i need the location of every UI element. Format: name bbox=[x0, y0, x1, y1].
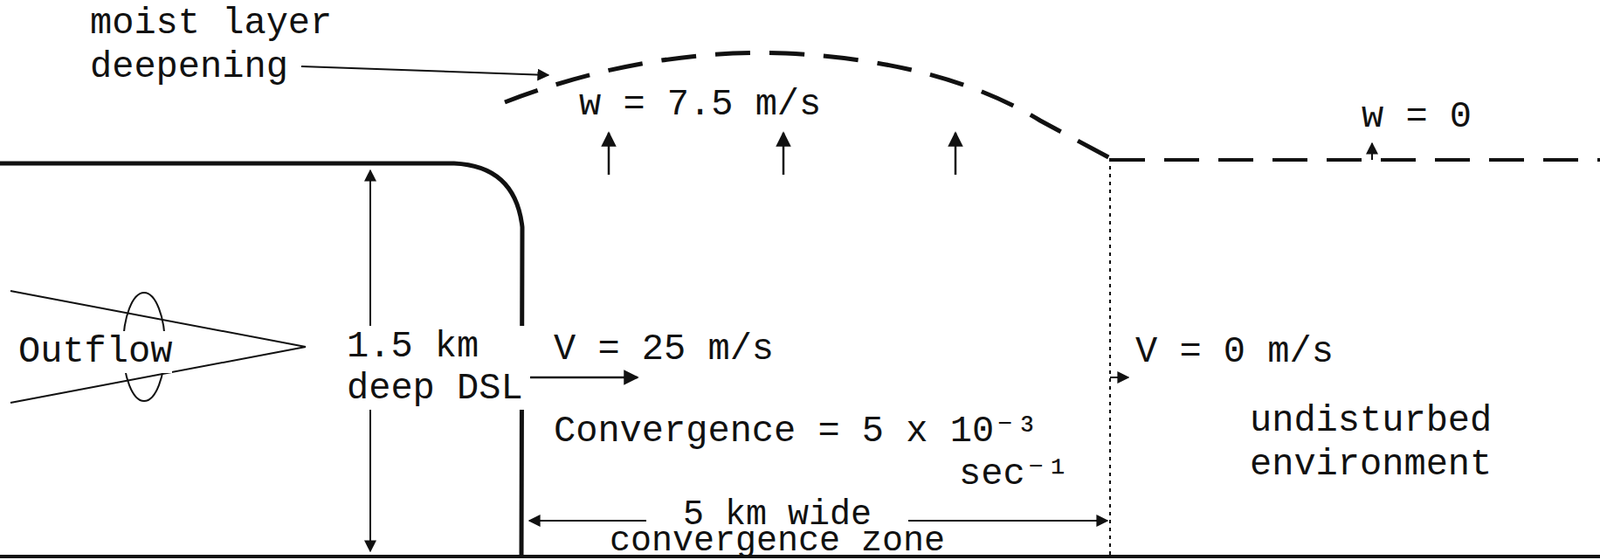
updraft-arrow bbox=[954, 132, 958, 175]
velocity-label: w = 7.5 m/s bbox=[579, 83, 821, 126]
wind-arrow bbox=[530, 376, 638, 380]
velocity-label: w = 0 bbox=[1361, 96, 1537, 138]
convergence-label: Convergence = 5 x 10⁻³ bbox=[553, 410, 1096, 453]
updraft-arrow bbox=[1371, 143, 1373, 160]
depth-label: 1.5 km deep DSL bbox=[346, 325, 531, 410]
updraft-arrow bbox=[607, 132, 611, 175]
outflow-label: Outflow bbox=[18, 331, 173, 373]
dimension-label: 5 km wide convergence zone bbox=[602, 502, 952, 555]
annotation-label: moist layer deepening bbox=[89, 1, 352, 90]
leader-arrow bbox=[301, 66, 549, 76]
velocity-label: V = 0 m/s bbox=[1135, 331, 1398, 373]
velocity-label: V = 25 m/s bbox=[553, 328, 816, 371]
undisturbed-layer-top bbox=[1110, 158, 1600, 162]
moist-layer-top bbox=[504, 52, 1111, 159]
region-label: undisturbed environment bbox=[1249, 399, 1512, 487]
updraft-arrow bbox=[782, 132, 786, 175]
width-arrow bbox=[529, 519, 647, 522]
wind-arrow bbox=[1110, 376, 1129, 379]
width-arrow bbox=[908, 519, 1108, 522]
zone-boundary bbox=[1109, 158, 1111, 557]
ground-line bbox=[0, 554, 1600, 559]
unit-label: sec⁻¹ bbox=[958, 453, 1099, 496]
